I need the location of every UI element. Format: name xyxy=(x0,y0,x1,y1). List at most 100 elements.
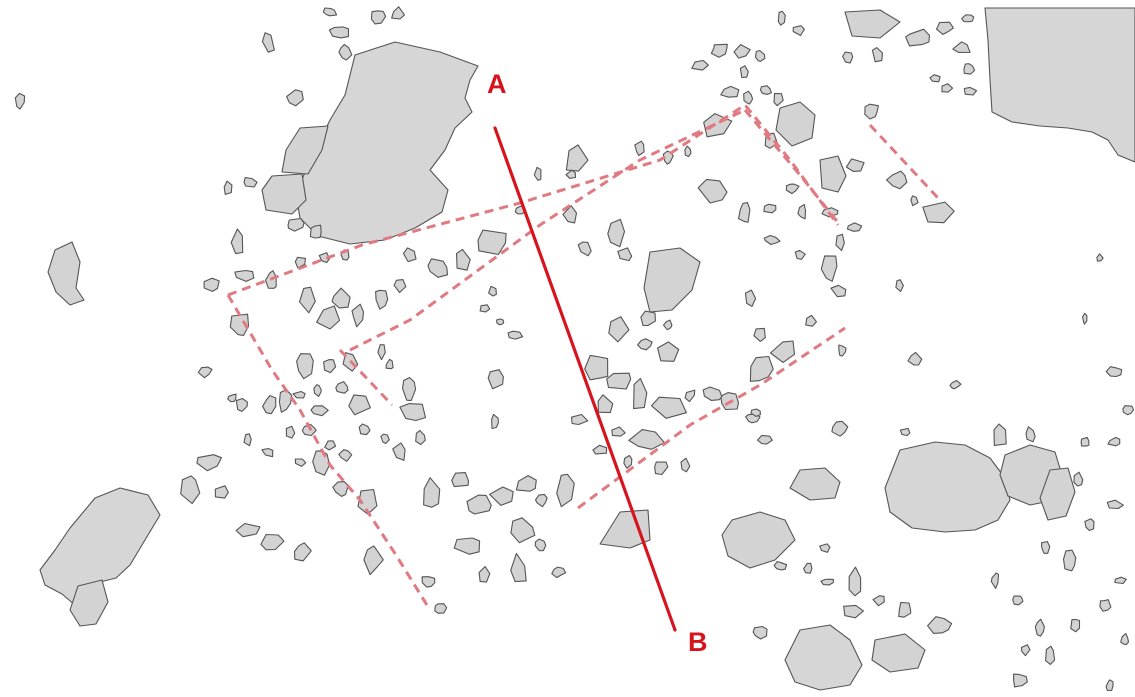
stone xyxy=(577,241,592,257)
stone xyxy=(637,338,653,351)
stone xyxy=(423,477,441,508)
stone xyxy=(910,195,919,207)
stone xyxy=(260,533,285,551)
stone xyxy=(1013,673,1028,688)
stone xyxy=(657,341,680,362)
stone xyxy=(331,287,351,309)
stone xyxy=(496,318,505,326)
stone xyxy=(278,389,293,413)
stone xyxy=(643,247,701,313)
stone xyxy=(872,595,885,607)
stone xyxy=(322,7,338,17)
large-stone xyxy=(984,7,1135,163)
stone xyxy=(309,224,322,239)
stone xyxy=(990,572,1000,589)
stone xyxy=(721,511,796,569)
stone xyxy=(927,616,953,634)
stone xyxy=(871,633,926,673)
stone xyxy=(1025,426,1036,443)
stone xyxy=(285,425,296,439)
stone xyxy=(510,517,536,544)
outline-far-right xyxy=(868,123,940,200)
stone xyxy=(608,316,630,343)
stone xyxy=(993,423,1007,446)
stone xyxy=(650,396,687,419)
stone xyxy=(754,49,766,62)
stone xyxy=(684,145,692,158)
stone xyxy=(606,372,632,390)
stone xyxy=(261,32,275,53)
stone xyxy=(227,393,237,403)
stone xyxy=(952,41,971,53)
stone xyxy=(843,604,864,619)
stone xyxy=(769,340,796,363)
stone xyxy=(1099,599,1112,612)
stone xyxy=(262,395,277,415)
stone xyxy=(617,247,633,262)
stone xyxy=(197,366,213,379)
stone xyxy=(737,202,751,223)
stone xyxy=(357,488,378,515)
stone xyxy=(792,25,805,37)
stone xyxy=(592,444,608,455)
stone xyxy=(922,201,955,224)
stone xyxy=(570,413,589,426)
large-stone xyxy=(784,624,863,691)
stone xyxy=(196,454,222,472)
stone xyxy=(235,397,248,412)
stone xyxy=(844,9,901,39)
stone xyxy=(752,625,768,640)
stone xyxy=(819,543,831,553)
stone xyxy=(733,44,751,59)
stone xyxy=(895,279,904,292)
outline-inner xyxy=(349,108,746,352)
stone xyxy=(584,354,609,381)
stone xyxy=(393,279,407,294)
stone xyxy=(803,562,813,574)
stone xyxy=(235,522,261,538)
stone xyxy=(363,545,384,576)
stone xyxy=(654,461,669,476)
stone xyxy=(380,433,390,445)
stone xyxy=(1105,679,1114,692)
stone xyxy=(831,420,849,437)
stone xyxy=(1045,645,1056,665)
stone xyxy=(392,442,406,461)
stone xyxy=(281,125,329,175)
stone xyxy=(1080,436,1090,447)
stone xyxy=(899,427,911,437)
stone xyxy=(702,386,723,401)
stone xyxy=(1081,312,1088,325)
stone xyxy=(287,217,305,232)
stone xyxy=(488,285,497,297)
stone xyxy=(1096,253,1104,262)
stone xyxy=(1120,633,1130,646)
stone xyxy=(1122,405,1135,416)
stone xyxy=(744,289,757,307)
stone xyxy=(773,560,788,571)
stone xyxy=(835,233,845,252)
outline-right xyxy=(743,109,842,226)
stone xyxy=(611,426,626,437)
stone xyxy=(69,579,109,627)
outline-inner-left xyxy=(338,348,394,407)
stone xyxy=(710,43,728,58)
stone xyxy=(328,26,350,39)
stone xyxy=(510,552,527,583)
section-label-a: A xyxy=(487,69,507,99)
stone xyxy=(750,408,761,417)
stone xyxy=(385,358,394,370)
stone xyxy=(628,429,665,450)
stone xyxy=(562,205,578,224)
large-stone xyxy=(884,441,1011,533)
stone xyxy=(623,454,633,469)
stone xyxy=(453,537,481,555)
stone xyxy=(316,305,341,330)
stone xyxy=(848,566,862,597)
stone xyxy=(358,423,371,436)
stone xyxy=(820,578,834,586)
outline-outer xyxy=(227,103,840,297)
stone xyxy=(370,10,387,25)
section-label-b: B xyxy=(688,627,708,657)
stone xyxy=(292,390,306,399)
